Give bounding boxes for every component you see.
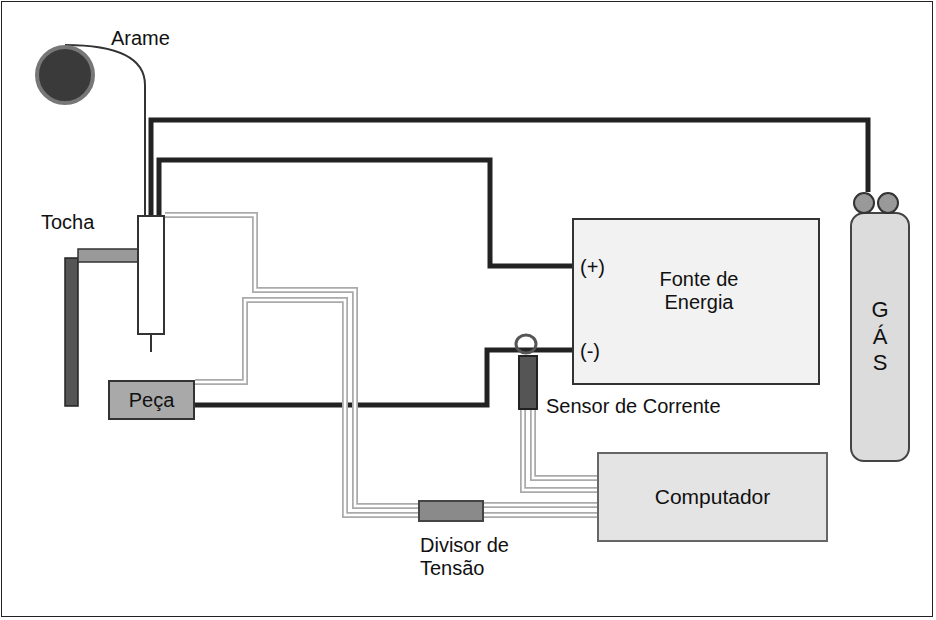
signal-wire: [484, 505, 597, 515]
signal-wire-core: [165, 215, 418, 506]
node-label: Fonte de Energia: [624, 268, 774, 314]
torch-arm: [78, 249, 140, 262]
signal-wire: [165, 215, 418, 506]
sensor-loop: [516, 335, 536, 353]
workpiece-box: Peça: [108, 380, 195, 420]
torch: Tocha: [137, 215, 165, 335]
node-label: Tocha: [41, 211, 94, 234]
wire-tip: [150, 335, 152, 352]
signal-wire: [195, 300, 418, 515]
gas-cylinder: GÁS: [850, 212, 910, 462]
gas-valve: [853, 192, 875, 214]
power-cable: [195, 350, 572, 405]
node-label: Peça: [129, 389, 175, 412]
node-label: GÁS: [869, 297, 891, 376]
wire-spool: Arame: [35, 45, 95, 105]
signal-wire-core: [484, 505, 597, 515]
power-cable: [151, 120, 868, 215]
signal-wire: [523, 410, 597, 490]
node-label: Arame: [111, 27, 170, 50]
voltage-divider: Divisor de Tensão: [418, 500, 484, 522]
gas-valve: [877, 192, 899, 214]
node-label: Computador: [655, 485, 771, 509]
node-label: Divisor de Tensão: [420, 534, 530, 580]
signal-wire-core: [195, 300, 418, 515]
node-label: (+): [580, 256, 605, 279]
node-label: Sensor de Corrente: [546, 395, 721, 418]
node-label: (-): [580, 340, 600, 363]
current-sensor: Sensor de Corrente: [518, 355, 538, 410]
torch-stand: [65, 258, 78, 406]
computer-box: Computador: [597, 452, 828, 542]
signal-wire-core: [523, 410, 597, 490]
power-source-box: (+) Fonte de Energia (-): [572, 218, 820, 385]
